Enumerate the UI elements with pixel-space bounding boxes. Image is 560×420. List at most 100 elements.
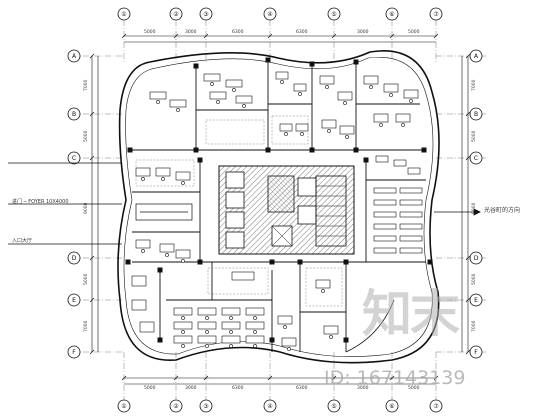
svg-text:②: ② — [173, 11, 179, 18]
desk-38 — [135, 167, 151, 177]
svg-text:D: D — [474, 255, 479, 262]
column-6 — [309, 147, 315, 153]
dim-top-0: 5000 — [144, 30, 156, 35]
column-11 — [343, 259, 349, 265]
desk-59 — [399, 235, 423, 242]
reception-desk — [231, 271, 255, 281]
chair-41 — [161, 177, 165, 181]
chair-84 — [205, 344, 209, 348]
column-8 — [197, 259, 203, 265]
desk-85 — [221, 335, 241, 344]
dim-left-4: 7000 — [84, 320, 89, 332]
desk-57 — [399, 223, 423, 230]
dim-bottom-1: 3000 — [185, 386, 197, 391]
chair-35 — [327, 129, 331, 133]
desk-79 — [245, 321, 265, 330]
desk-81 — [173, 335, 193, 344]
desk-20 — [319, 75, 335, 85]
chair-86 — [229, 344, 233, 348]
axis-bubble-left-3: D — [67, 251, 81, 265]
axis-bubble-left-4: E — [67, 293, 81, 307]
desk-0 — [149, 91, 167, 100]
axis-bubble-top-2: ③ — [199, 7, 213, 21]
chair-93 — [283, 325, 287, 329]
axis-bubble-top-1: ② — [169, 7, 183, 21]
desk-64 — [407, 167, 421, 175]
dim-left-2: 9000 — [84, 202, 89, 214]
chair-11 — [216, 100, 220, 104]
desk-73 — [173, 321, 193, 330]
chair-76 — [205, 330, 209, 334]
chair-23 — [343, 101, 347, 105]
dim-bottom-2: 6300 — [232, 386, 244, 391]
svg-text:E: E — [474, 297, 478, 304]
desk-63 — [393, 159, 407, 167]
dim-top-5: 5000 — [408, 30, 420, 35]
axis-bubble-right-4: E — [469, 293, 483, 307]
chair-19 — [300, 132, 304, 136]
chair-66 — [181, 316, 185, 320]
column-10 — [297, 259, 303, 265]
desk-28 — [403, 89, 419, 99]
chair-74 — [181, 330, 185, 334]
direction-arrow — [434, 208, 481, 216]
axis-bubble-bottom-6: ⑦ — [429, 399, 443, 413]
svg-text:⑦: ⑦ — [433, 403, 439, 410]
chair-25 — [369, 85, 373, 89]
axis-grid-lines — [72, 20, 486, 400]
chair-45 — [141, 249, 145, 253]
desk-54 — [373, 211, 397, 218]
axis-bubble-bottom-0: ① — [117, 399, 131, 413]
svg-text:④: ④ — [267, 403, 272, 410]
svg-text:A: A — [474, 53, 479, 60]
column-20 — [125, 259, 131, 265]
dim-bottom-5: 5000 — [408, 386, 420, 391]
dim-right-4: 7000 — [472, 320, 477, 332]
furniture — [131, 71, 423, 351]
svg-text:C: C — [72, 155, 76, 162]
column-21 — [427, 259, 433, 265]
svg-text:A: A — [72, 53, 77, 60]
desk-71 — [245, 307, 265, 316]
dim-top-1: 3000 — [185, 30, 197, 35]
svg-text:①: ① — [121, 403, 126, 410]
right-annotation-direction: 光谷町的方向 — [484, 207, 521, 214]
column-13 — [197, 157, 203, 163]
chair-47 — [165, 253, 169, 257]
axis-bubble-left-5: F — [67, 345, 81, 359]
dim-left-1: 5000 — [84, 130, 89, 142]
desk-44 — [135, 239, 151, 249]
svg-text:③: ③ — [203, 11, 208, 18]
svg-text:③: ③ — [203, 403, 208, 410]
desk-94 — [315, 279, 331, 289]
column-4 — [193, 147, 199, 153]
dim-right-3: 5000 — [472, 273, 477, 285]
desk-58 — [373, 235, 397, 242]
svg-text:D: D — [72, 255, 77, 262]
desk-98 — [281, 337, 297, 347]
chair-82 — [181, 344, 185, 348]
axis-bubble-right-1: B — [469, 107, 483, 121]
interior-walls — [132, 62, 426, 352]
chair-1 — [156, 100, 160, 104]
left-annotation-foyer: 进门 ─ FOYER 10X4000 — [12, 199, 69, 205]
desk-90 — [131, 299, 147, 311]
dim-right-2: 9000 — [472, 202, 477, 214]
chair-15 — [298, 92, 302, 96]
chair-9 — [242, 104, 246, 108]
axis-bubble-bottom-3: ④ — [263, 399, 277, 413]
desk-51 — [399, 187, 423, 194]
chair-97 — [329, 335, 333, 339]
desk-32 — [395, 113, 411, 123]
watermark-logo: 知末 — [362, 285, 460, 343]
svg-text:⑤: ⑤ — [331, 403, 336, 410]
chair-37 — [345, 135, 349, 139]
chair-39 — [141, 177, 145, 181]
dim-right-0: 7000 — [472, 79, 477, 91]
chair-7 — [232, 88, 236, 92]
axis-bubble-right-5: F — [469, 345, 483, 359]
desk-22 — [337, 91, 353, 101]
desk-89 — [131, 275, 147, 287]
axis-bubble-bottom-2: ③ — [199, 399, 213, 413]
